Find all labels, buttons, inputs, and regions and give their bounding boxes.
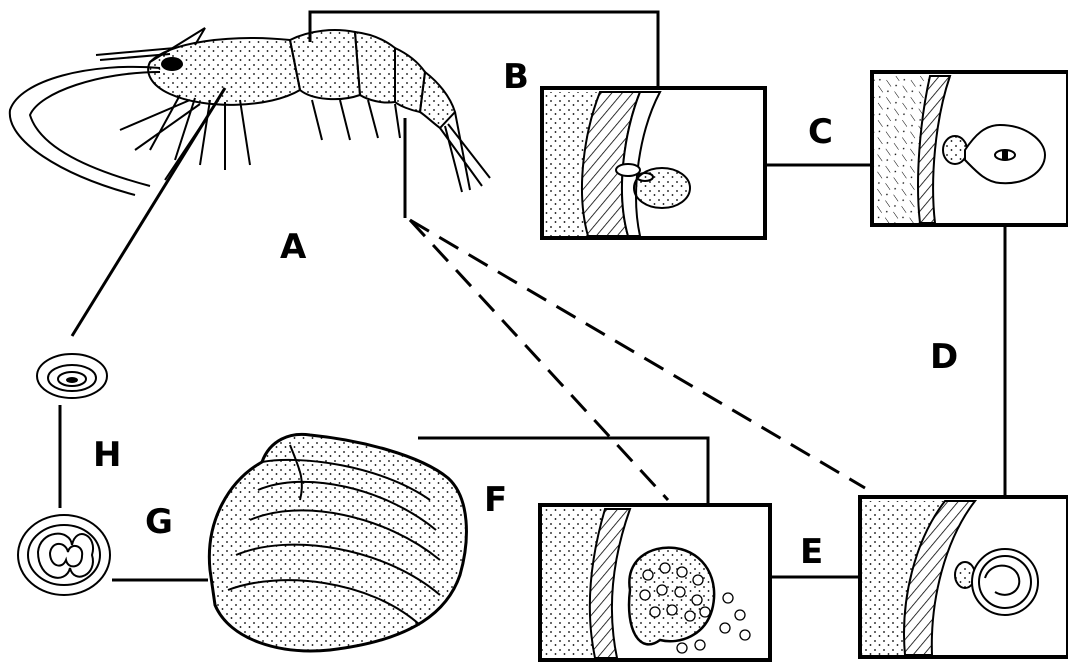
dashed-infection-lines [410, 220, 865, 500]
label-a: A [280, 230, 306, 264]
label-d: D [930, 340, 958, 374]
label-h: H [93, 438, 121, 472]
label-e: E [800, 535, 823, 569]
label-c: C [808, 115, 833, 149]
shrimp-icon [10, 28, 490, 195]
panel-f [540, 505, 770, 660]
panel-b [542, 88, 765, 238]
label-f: F [484, 483, 507, 517]
clam-shell-icon [209, 434, 466, 651]
panel-c [872, 72, 1068, 225]
cyst-large-icon [18, 515, 110, 595]
label-g: G [145, 505, 173, 539]
label-b: B [503, 60, 529, 94]
cyst-small-icon [37, 354, 107, 398]
panel-d [860, 497, 1068, 657]
